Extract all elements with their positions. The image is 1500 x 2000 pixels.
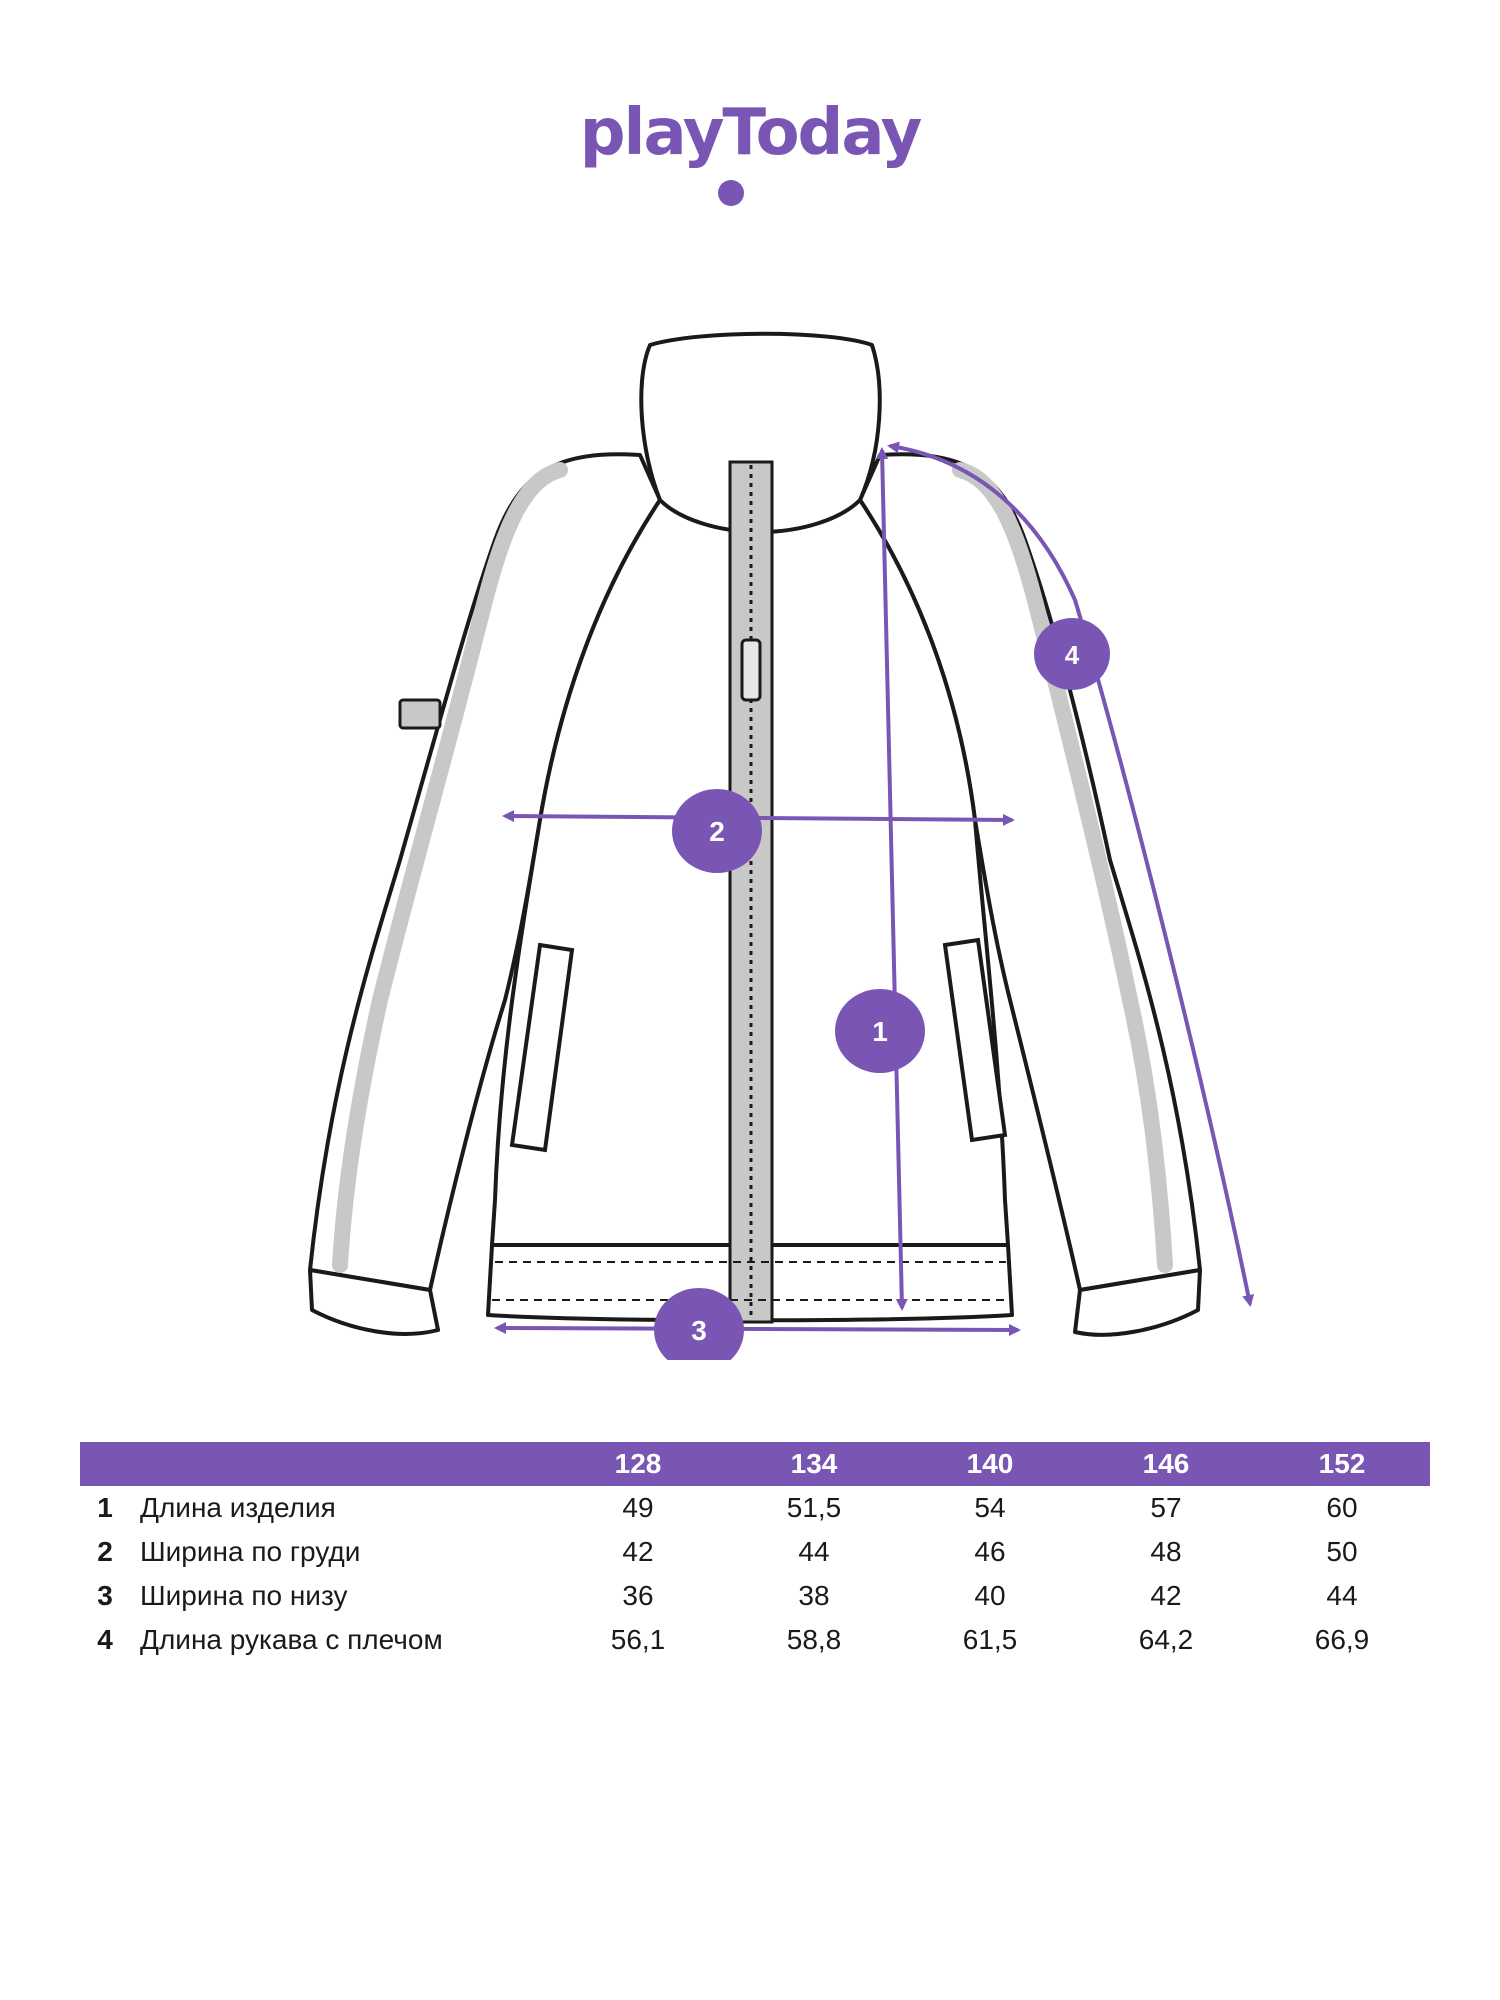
row-value: 46 [974,1536,1006,1567]
row-value: 64,2 [1138,1624,1194,1655]
row-value: 50 [1326,1536,1358,1567]
table-row: 2 Ширина по груди 42 44 46 48 50 [80,1530,1430,1574]
table-row: 1 Длина изделия 49 51,5 54 57 60 [80,1486,1430,1530]
marker-3-label: 3 [691,1315,707,1346]
logo-wordmark: playToday [579,96,923,170]
row-number: 1 [97,1492,113,1523]
row-value: 56,1 [610,1624,666,1655]
row-value: 38 [798,1580,830,1611]
marker-3: 3 [654,1288,744,1360]
row-number: 2 [97,1536,113,1567]
size-chart-table: 128 134 140 146 152 1 Длина изделия 49 5… [80,1442,1430,1662]
header-size: 140 [902,1442,1078,1486]
zipper-pull [740,638,762,702]
header-blank-num [80,1442,130,1486]
row-value: 57 [1150,1492,1182,1523]
logo-dot-icon [718,180,744,206]
row-value: 44 [798,1536,830,1567]
table-row: 4 Длина рукава с плечом 56,1 58,8 61,5 6… [80,1618,1430,1662]
row-value: 48 [1150,1536,1182,1567]
center-zipper [728,460,774,1324]
size-header-row: 128 134 140 146 152 [80,1442,1430,1486]
table-row: 3 Ширина по низу 36 38 40 42 44 [80,1574,1430,1618]
sleeve-tab [398,698,442,730]
left-pocket [509,942,575,1153]
marker-2-label: 2 [709,816,725,847]
measurement-markers: 1 2 3 4 [654,618,1110,1360]
marker-4: 4 [1034,618,1110,690]
row-number: 4 [97,1624,113,1655]
row-value: 60 [1326,1492,1358,1523]
row-value: 61,5 [962,1624,1018,1655]
row-value: 49 [622,1492,654,1523]
marker-2: 2 [672,789,762,873]
row-label: Ширина по низу [140,1580,348,1611]
header-blank-label [130,1442,550,1486]
jacket-measurement-diagram: 1 2 3 4 [308,331,1255,1360]
row-value: 54 [974,1492,1006,1523]
header-size: 152 [1254,1442,1430,1486]
row-value: 66,9 [1314,1624,1370,1655]
brand-logo: playToday [540,96,960,206]
row-value: 42 [622,1536,654,1567]
header-size: 146 [1078,1442,1254,1486]
row-label: Длина рукава с плечом [140,1624,443,1655]
left-sleeve-stripe [332,462,568,1273]
marker-4-label: 4 [1065,640,1080,670]
row-label: Длина изделия [140,1492,336,1523]
measure-line-hem [494,1322,1021,1336]
row-value: 42 [1150,1580,1182,1611]
header-size: 128 [550,1442,726,1486]
marker-1: 1 [835,989,925,1073]
row-value: 58,8 [786,1624,842,1655]
row-number: 3 [97,1580,113,1611]
row-label: Ширина по груди [140,1536,361,1567]
row-value: 36 [622,1580,654,1611]
row-value: 44 [1326,1580,1358,1611]
row-value: 51,5 [786,1492,842,1523]
left-cuff [308,1268,440,1336]
header-size: 134 [726,1442,902,1486]
marker-1-label: 1 [872,1016,888,1047]
row-value: 40 [974,1580,1006,1611]
